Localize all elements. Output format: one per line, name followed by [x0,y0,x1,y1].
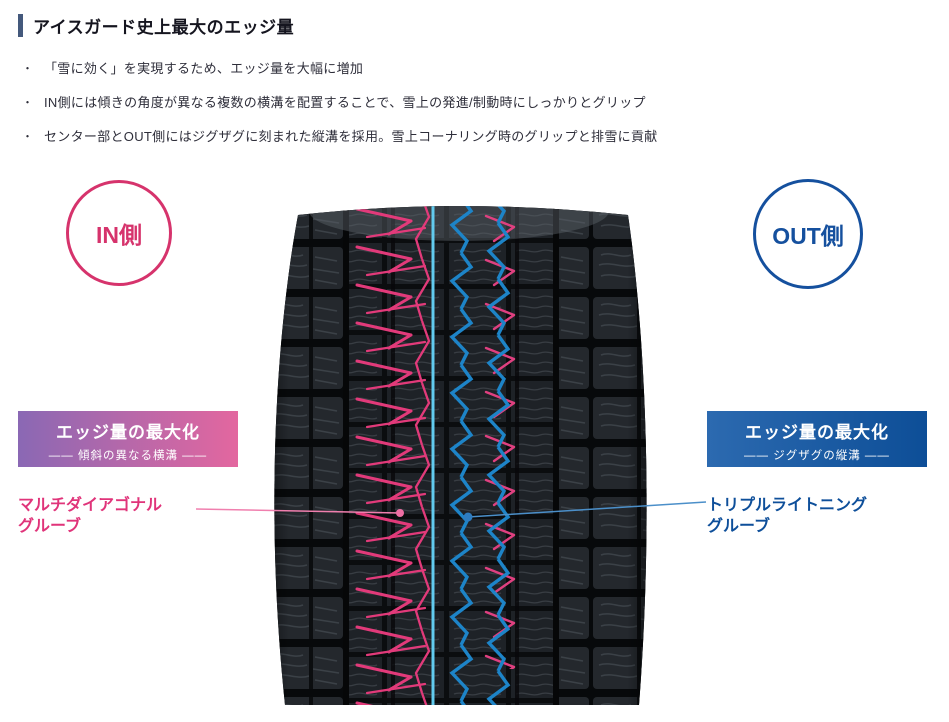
bullet-item: ・ 「雪に効く」を実現するため、エッジ量を大幅に増加 [22,61,658,77]
bullet-item: ・ センター部とOUT側にはジグザグに刻まれた縦溝を採用。雪上コーナリング時のグ… [22,129,658,145]
out-side-label: OUT側 [772,223,844,249]
blue-zigzag-groove-2 [483,206,513,705]
left-callout-title: エッジ量の最大化 [56,423,200,442]
right-callout-title: エッジ量の最大化 [745,423,889,442]
pink-zigzag-groove [413,206,431,705]
bullet-marker: ・ [22,97,33,109]
right-callout-box: エッジ量の最大化 ―― ジグザグの縦溝 ―― [707,411,927,467]
bullet-text: IN側には傾きの角度が異なる複数の横溝を配置することで、雪上の発進/制動時にしっ… [44,95,646,110]
left-caption-line2: グルーブ [18,518,82,535]
in-side-badge: IN側 [66,180,172,286]
right-caption: トリプルライトニング グルーブ [707,495,867,537]
right-caption-line2: グルーブ [707,518,771,535]
tire-body [274,206,647,705]
left-caption-line1: マルチダイアゴナル [18,497,163,514]
bullet-marker: ・ [22,131,33,143]
out-side-badge: OUT側 [753,179,863,289]
page-title: アイスガード史上最大のエッジ量 [33,18,295,37]
blue-zigzag-groove-1 [446,206,476,705]
bullet-list: ・ 「雪に効く」を実現するため、エッジ量を大幅に増加 ・ IN側には傾きの角度が… [22,61,658,163]
left-callout-subtitle: ―― 傾斜の異なる横溝 ―― [48,450,208,462]
page-header: アイスガード史上最大のエッジ量 [18,13,294,38]
right-caption-line1: トリプルライトニング [707,497,868,514]
left-callout-box: エッジ量の最大化 ―― 傾斜の異なる横溝 ―― [18,411,238,467]
header-accent-bar [18,14,23,37]
tire-tread-image [263,197,653,712]
in-side-label: IN側 [96,222,142,248]
right-callout-subtitle: ―― ジグザグの縦溝 ―― [744,450,890,462]
bullet-item: ・ IN側には傾きの角度が異なる複数の横溝を配置することで、雪上の発進/制動時に… [22,95,658,111]
bullet-text: センター部とOUT側にはジグザグに刻まれた縦溝を採用。雪上コーナリング時のグリッ… [44,129,658,144]
bullet-marker: ・ [22,63,33,75]
left-caption: マルチダイアゴナル グルーブ [18,495,162,537]
bullet-text: 「雪に効く」を実現するため、エッジ量を大幅に増加 [44,61,364,76]
tire-tread-svg [274,206,647,705]
